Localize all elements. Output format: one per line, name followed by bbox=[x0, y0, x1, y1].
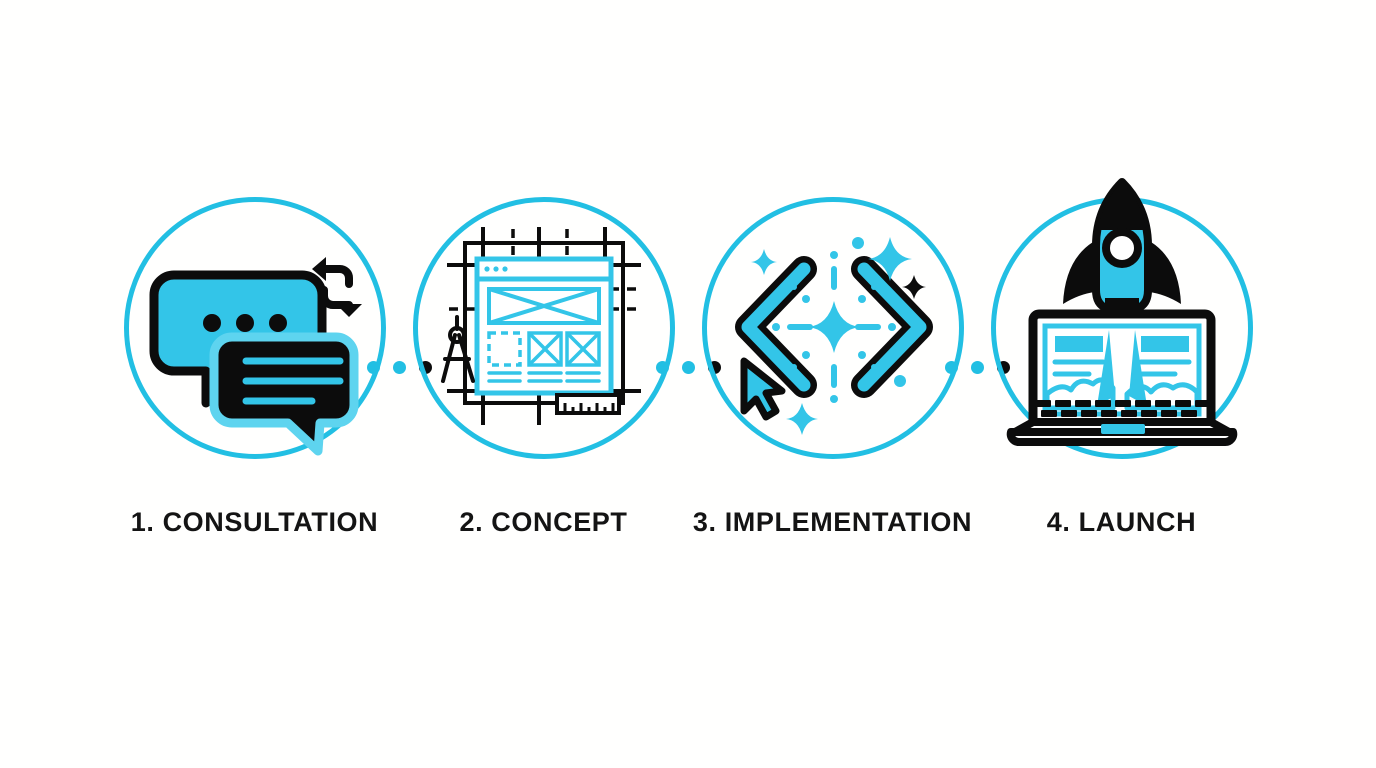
rocket-laptop-icon bbox=[1006, 177, 1237, 446]
connector-dot bbox=[392, 360, 406, 374]
step-circle-launch bbox=[990, 177, 1253, 459]
step-implementation[interactable]: 3. IMPLEMENTATION bbox=[683, 196, 983, 538]
step-concept[interactable]: 2. CONCEPT bbox=[394, 196, 694, 538]
circle-ring bbox=[412, 196, 675, 459]
chat-bubbles-icon bbox=[140, 213, 370, 455]
circle-ring bbox=[701, 196, 964, 459]
step-circle-consultation bbox=[123, 196, 386, 459]
step-circle-concept bbox=[412, 196, 675, 459]
step-launch[interactable]: 4. LAUNCH bbox=[972, 177, 1272, 538]
connector-dot bbox=[681, 360, 695, 374]
step-consultation[interactable]: 1. CONSULTATION bbox=[105, 196, 405, 538]
step-label-implementation: 3. IMPLEMENTATION bbox=[692, 506, 973, 537]
circle-ring bbox=[123, 196, 386, 459]
connector-dot bbox=[970, 360, 984, 374]
step-label-consultation: 1. CONSULTATION bbox=[130, 506, 379, 537]
step-label-launch: 4. LAUNCH bbox=[1046, 506, 1197, 537]
step-label-concept: 2. CONCEPT bbox=[459, 506, 628, 537]
wireframe-blueprint-icon bbox=[429, 213, 659, 443]
step-circle-implementation bbox=[701, 196, 964, 459]
code-brackets-icon bbox=[718, 213, 948, 443]
